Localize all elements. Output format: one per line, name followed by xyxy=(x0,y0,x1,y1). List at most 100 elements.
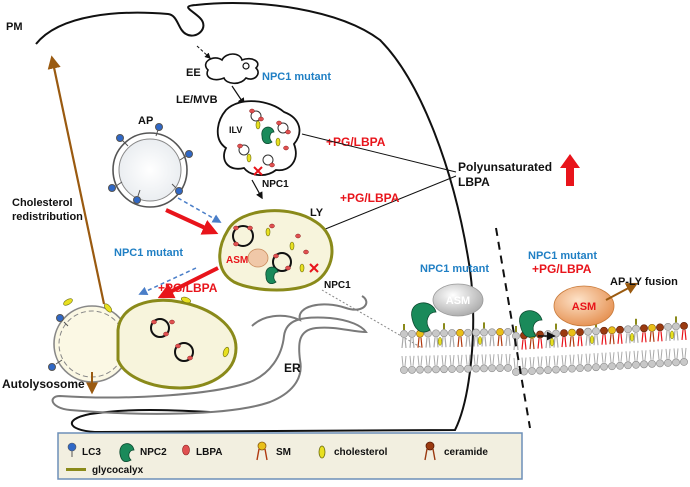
lipid-head xyxy=(536,366,544,375)
lipid-head xyxy=(416,365,424,374)
lipid-tail xyxy=(540,356,543,367)
lipid-tail xyxy=(540,338,543,349)
lipid-head xyxy=(648,359,656,368)
lipid-tail xyxy=(617,333,620,344)
le-to-ly-arrow xyxy=(251,179,263,200)
asm-ly-label: ASM xyxy=(226,255,248,266)
lipid-head xyxy=(472,364,480,373)
lipid-tail xyxy=(652,331,655,342)
lipid-tail xyxy=(545,356,548,367)
lipid-tail xyxy=(657,331,660,342)
lipid-tail xyxy=(641,350,644,361)
lipid-tail xyxy=(484,336,487,347)
lipid-tail xyxy=(572,336,575,347)
pg-lbpa-left-label: +PG/LBPA xyxy=(158,281,218,295)
membrane-cholesterol xyxy=(589,335,595,344)
lipid-tail xyxy=(441,355,444,366)
membrane-cholesterol xyxy=(477,336,483,345)
lipid-tail xyxy=(620,333,623,344)
lipid-tail xyxy=(601,334,604,345)
asm-right-label: ASM xyxy=(572,301,596,313)
lipid-tail xyxy=(644,332,647,343)
lipid-tail xyxy=(548,356,551,367)
lipid-tail xyxy=(428,337,431,348)
lipid-tail xyxy=(444,355,447,366)
lipid-tail xyxy=(492,354,495,365)
lipid-tail xyxy=(428,355,431,366)
lipid-tail xyxy=(585,353,588,364)
ap-ly-fusion-label: AP-LY fusion xyxy=(610,276,678,288)
lipid-head xyxy=(616,325,624,334)
lipid-head xyxy=(640,324,648,333)
lipid-tail xyxy=(476,354,479,365)
lipid-head xyxy=(672,358,680,367)
lipid-head xyxy=(504,328,512,336)
autolysosome-lc3 xyxy=(48,314,69,371)
lipid-tail xyxy=(433,355,436,366)
legend-sm-label: SM xyxy=(276,447,291,458)
lipid-tail xyxy=(545,338,548,349)
lipid-tail xyxy=(684,329,687,340)
poly-label-line2: LBPA xyxy=(458,175,490,189)
lipid-head xyxy=(512,368,520,376)
pg-lbpa-ly-label: +PG/LBPA xyxy=(340,191,400,205)
lipid-tail xyxy=(417,355,420,366)
lipid-head xyxy=(520,367,528,376)
lipid-head xyxy=(528,367,536,375)
lipid-head xyxy=(552,365,560,374)
lipid-tail xyxy=(449,336,452,348)
lipid-head xyxy=(632,324,640,333)
lipid-tail xyxy=(657,349,660,360)
lipid-head xyxy=(456,364,464,373)
lipid-tail xyxy=(489,336,492,347)
lipid-tail xyxy=(665,330,668,341)
autolysosome-cholesterol xyxy=(63,296,230,358)
lipid-head xyxy=(408,365,416,374)
lipid-tail xyxy=(401,337,404,349)
membrane-cholesterol xyxy=(437,337,443,346)
lipid-tail xyxy=(425,337,428,348)
lipid-tail xyxy=(548,338,551,349)
lipid-head xyxy=(448,329,456,337)
lipid-tail xyxy=(588,335,591,346)
autolysosome xyxy=(53,298,238,390)
lipid-tail xyxy=(404,355,407,367)
lipid-tail xyxy=(676,330,679,341)
lipid-tail xyxy=(452,354,455,366)
pg-lbpa-right-label: +PG/LBPA xyxy=(532,262,592,276)
lipid-tail xyxy=(449,354,452,366)
legend-glycocalyx-label: glycocalyx xyxy=(92,465,144,476)
early-endosome xyxy=(204,53,259,85)
npc1-ly-label: NPC1 xyxy=(324,280,351,291)
le-mvb-label: LE/MVB xyxy=(176,94,218,106)
legend-lbpa-label: LBPA xyxy=(196,447,222,458)
lipid-head xyxy=(576,328,584,337)
lipid-head xyxy=(656,323,664,332)
lipid-tail xyxy=(668,330,671,341)
cholesterol-redistribution-arrow xyxy=(47,55,106,305)
lipid-head xyxy=(624,361,632,370)
lipid-head xyxy=(480,364,488,373)
membrane-cholesterol xyxy=(549,337,555,347)
lipid-tail xyxy=(641,332,644,343)
pm-to-ee-arrow xyxy=(196,45,211,59)
lipid-head xyxy=(592,363,600,372)
late-endosome xyxy=(216,100,301,176)
npc1-le-label: NPC1 xyxy=(262,179,289,190)
lipid-tail xyxy=(524,339,527,350)
increase-arrow-icon xyxy=(560,154,580,186)
asm-right-enzyme xyxy=(553,285,615,327)
lipid-tail xyxy=(604,334,607,345)
lipid-head xyxy=(440,365,448,374)
lipid-tail xyxy=(404,337,407,349)
membrane-left xyxy=(400,322,512,374)
lipid-head xyxy=(512,332,520,340)
lipid-tail xyxy=(489,354,492,365)
lipid-tail xyxy=(412,355,415,366)
ceramide-icon xyxy=(424,441,436,461)
lipid-tail xyxy=(460,354,463,365)
npc2-icon xyxy=(119,443,135,462)
lipid-head xyxy=(408,329,416,338)
lipid-tail xyxy=(537,356,540,367)
lipid-tail xyxy=(625,351,628,362)
